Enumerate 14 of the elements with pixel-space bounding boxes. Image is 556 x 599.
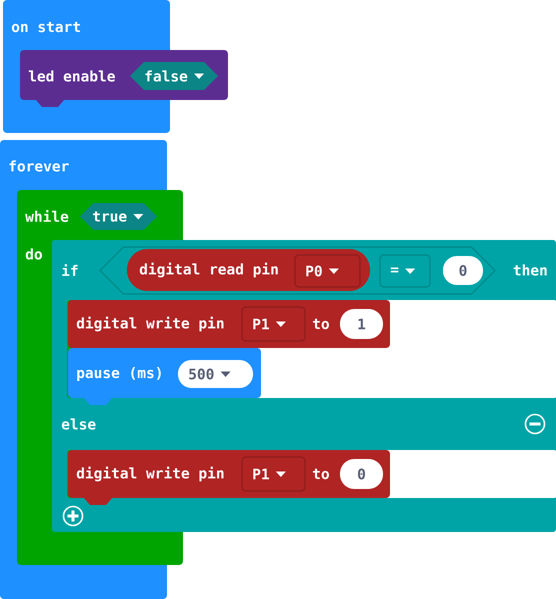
number-field: 0 (340, 459, 383, 489)
boolean-dropdown: true (80, 203, 157, 230)
block-label: do (26, 248, 42, 260)
number-field: 1 (340, 309, 383, 339)
pin-dropdown: P1 (241, 456, 306, 492)
number-dropdown: 500 (178, 360, 253, 388)
operator-dropdown: = (379, 254, 431, 288)
node-label: forever (9, 160, 69, 172)
pin-dropdown: P1 (241, 306, 306, 342)
boolean-dropdown: false (130, 62, 218, 90)
pin-dropdown: P0 (294, 254, 361, 288)
node-label: while (25, 210, 68, 222)
event-block: forever (0, 140, 167, 190)
number-field: 0 (443, 256, 483, 285)
